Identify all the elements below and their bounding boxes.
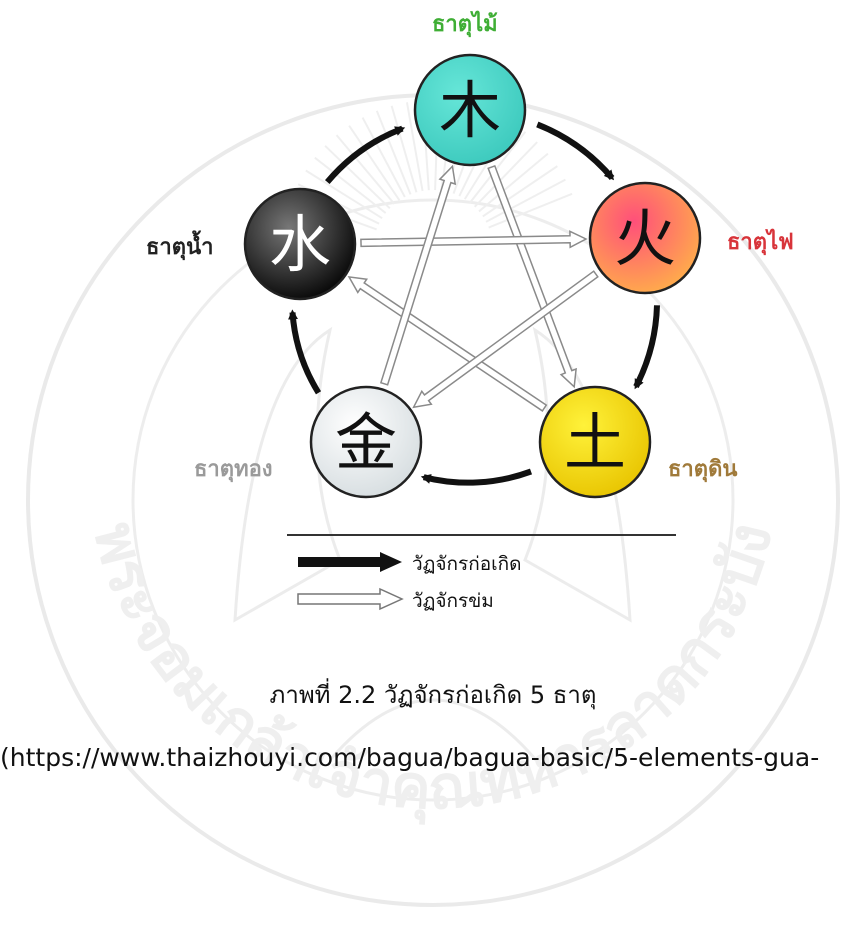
- figure-caption: ภาพที่ 2.2 วัฏจักรก่อเกิด 5 ธาตุ: [0, 675, 866, 714]
- label-fire: ธาตุไฟ: [727, 224, 794, 259]
- legend-generating-label: วัฏจักรก่อเกิด: [412, 549, 522, 579]
- label-metal: ธาตุทอง: [194, 451, 273, 486]
- element-glyph-wood: 木: [439, 74, 501, 147]
- generating-arrow-earth-to-metal: [424, 472, 531, 483]
- controlling-arrow-water-to-fire: [361, 231, 586, 247]
- legend-hollow-arrow-icon: [298, 589, 402, 609]
- generating-arrow-fire-to-earth: [636, 305, 657, 386]
- legend-controlling-label: วัฏจักรข่ม: [412, 586, 494, 616]
- element-glyph-fire: 火: [614, 202, 676, 275]
- label-water: ธาตุน้ำ: [146, 229, 213, 264]
- element-glyph-metal: 金: [335, 406, 397, 479]
- label-earth: ธาตุดิน: [668, 451, 737, 486]
- label-wood: ธาตุไม้: [432, 6, 498, 41]
- legend-solid-arrow-icon: [298, 552, 402, 572]
- element-nodes: 木火土 金 水: [245, 55, 700, 497]
- controlling-arrow-wood-to-earth: [488, 166, 576, 387]
- source-url: (https://www.thaizhouyi.com/bagua/bagua-…: [0, 743, 819, 772]
- element-glyph-water: 水: [269, 208, 331, 281]
- element-glyph-earth: 土: [564, 406, 626, 479]
